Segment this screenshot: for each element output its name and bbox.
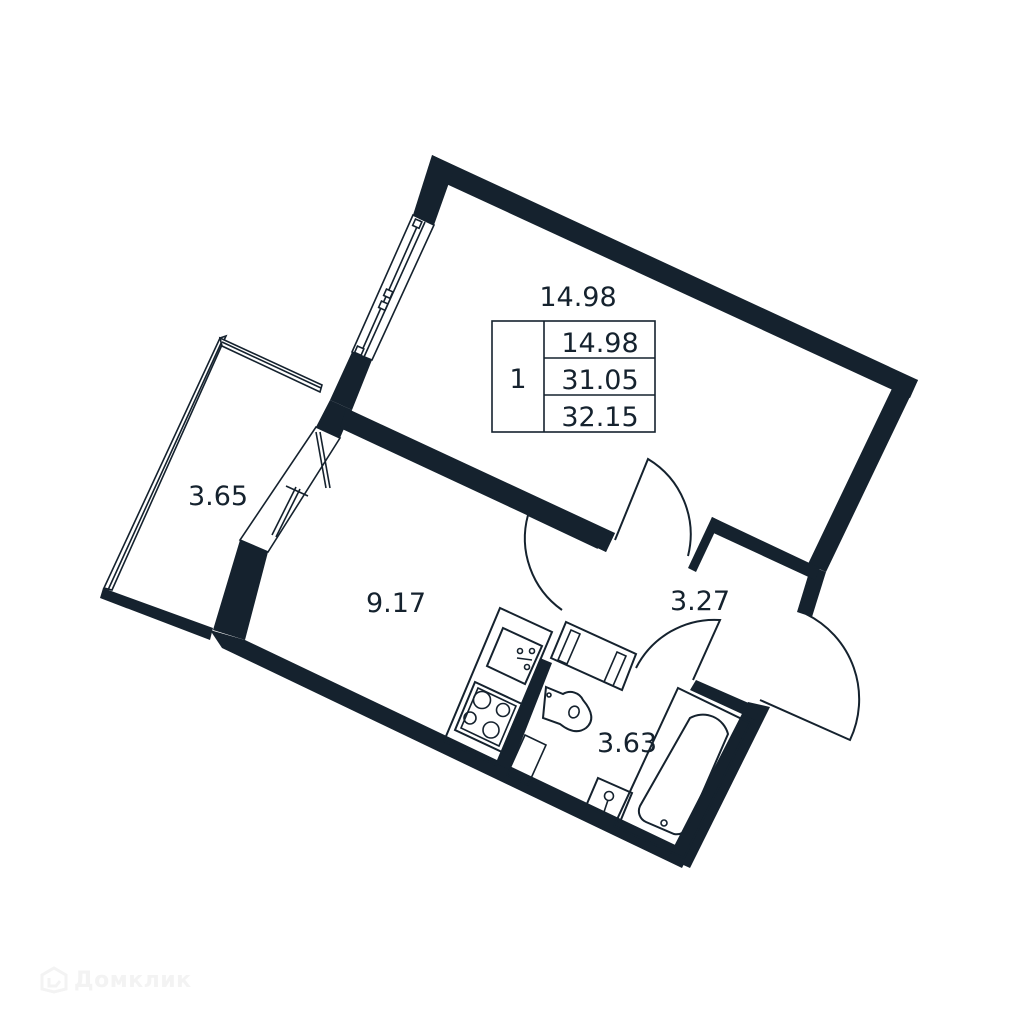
window-living-room <box>350 213 436 362</box>
wall-pier-top <box>413 155 455 225</box>
wall-kitchen-bath <box>497 658 552 770</box>
wall-top <box>432 155 918 398</box>
domclick-house-icon <box>40 966 68 994</box>
toilet-icon <box>541 685 593 733</box>
watermark-text: Домклик <box>74 967 192 993</box>
stove-icon <box>453 680 524 754</box>
kitchen-fixtures <box>442 606 554 787</box>
kitchen-counter <box>442 606 554 767</box>
windows <box>102 213 436 591</box>
wall-partition-living-kitchen <box>340 408 615 552</box>
area-labels: 14.98 9.17 3.27 3.63 3.65 <box>188 282 730 759</box>
summary-room-count: 1 <box>509 364 526 395</box>
wall-pier-kitchen <box>213 540 268 640</box>
summary-living-area: 14.98 <box>561 328 638 359</box>
door-kitchen <box>523 513 599 611</box>
door-bathroom <box>635 618 722 681</box>
room-area-kitchen: 9.17 <box>366 588 426 619</box>
door-living-room <box>614 457 692 557</box>
summary-total-area: 31.05 <box>561 365 638 396</box>
room-area-balcony: 3.65 <box>188 481 248 512</box>
watermark: Домклик <box>40 966 192 994</box>
kitchen-cabinet <box>505 733 548 787</box>
washer-cabinet <box>549 620 638 692</box>
wall-right-upper <box>808 374 918 572</box>
summary-total-with-balcony: 32.15 <box>561 402 638 433</box>
wall-balcony-bottom <box>100 588 213 640</box>
room-area-living: 14.98 <box>539 282 616 313</box>
bathtub <box>612 686 752 860</box>
wall-niche-top <box>707 517 820 580</box>
kitchen-sink-icon <box>485 626 544 686</box>
wall-bath-top <box>690 680 760 720</box>
balcony-door-leaf <box>315 431 327 489</box>
window-kitchen <box>238 425 342 554</box>
doors <box>523 457 861 742</box>
wall-pier-mid <box>330 352 372 410</box>
wall-right-mid <box>797 566 826 617</box>
wall-niche-left <box>688 517 720 572</box>
bathroom-fixtures <box>541 620 752 860</box>
room-area-bathroom: 3.63 <box>597 728 657 759</box>
door-entrance <box>759 613 861 742</box>
washbasin-icon <box>584 776 634 824</box>
wall-bottom <box>210 630 690 868</box>
area-summary-table: 1 14.98 31.05 32.15 <box>491 320 656 433</box>
room-area-hallway: 3.27 <box>670 586 730 617</box>
bathtub-inner <box>637 713 730 836</box>
wall-partition-end <box>598 528 615 552</box>
